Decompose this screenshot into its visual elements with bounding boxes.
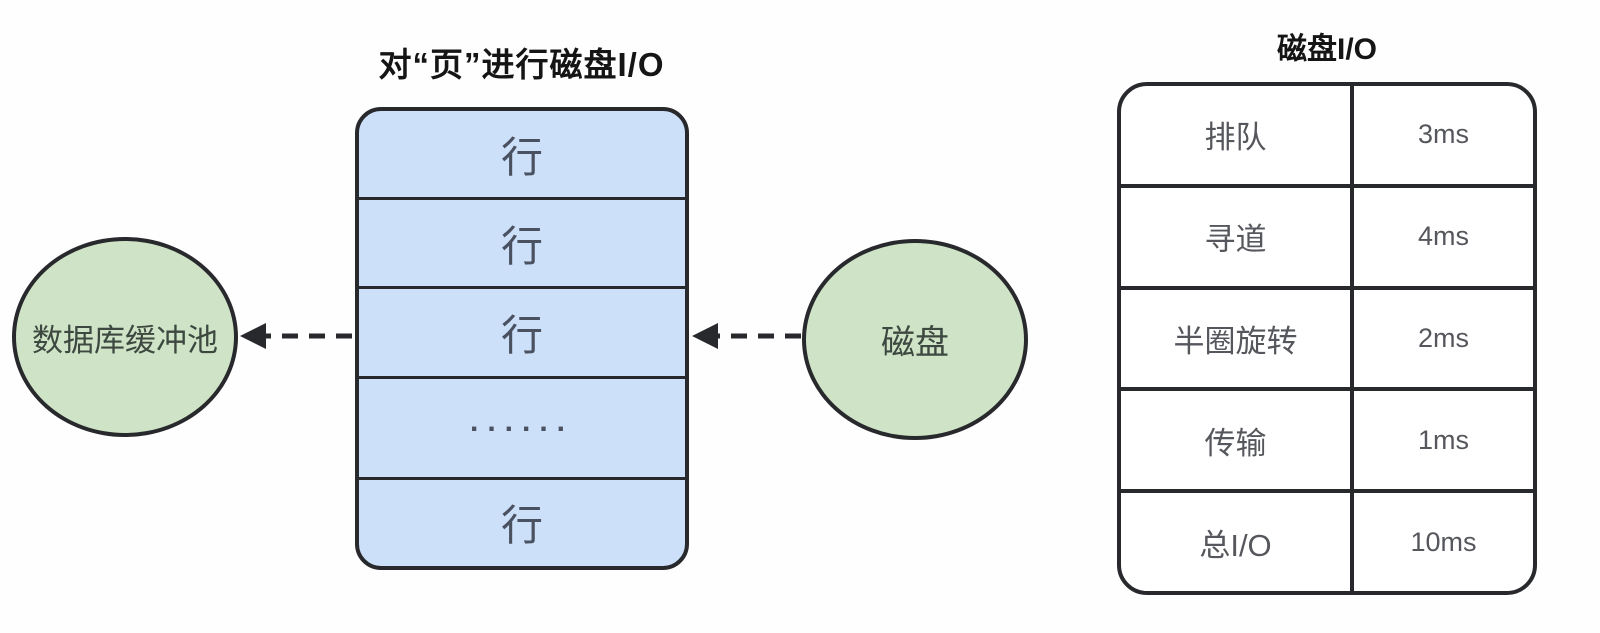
arrow-pagebox-to-bufferpool (240, 323, 352, 349)
buffer-pool-label: 数据库缓冲池 (32, 322, 218, 358)
table-cell-value: 4ms (1417, 221, 1469, 252)
table-cell-value: 3ms (1417, 119, 1469, 150)
arrow-disk-to-pagebox (692, 323, 801, 349)
table-cell-label: 总I/O (1121, 493, 1354, 591)
table-row: 传输 1ms (1121, 387, 1533, 490)
table-row: 总I/O 10ms (1121, 489, 1533, 591)
disk-label: 磁盘 (881, 324, 949, 362)
buffer-pool-node: 数据库缓冲池 (12, 237, 238, 437)
table-cell-label: 寻道 (1121, 187, 1354, 286)
page-row: 行 (359, 197, 685, 286)
table-cell-label: 排队 (1121, 86, 1354, 184)
page-box: 行 行 行 ...... 行 (355, 107, 689, 570)
table-row: 半圈旋转 2ms (1121, 285, 1533, 388)
io-table: 排队 3ms 寻道 4ms 半圈旋转 2ms 传输 1ms 总I/O 10ms (1117, 82, 1537, 595)
page-row: 行 (359, 476, 685, 566)
table-cell-label: 传输 (1121, 391, 1354, 490)
io-table-title: 磁盘I/O (1276, 33, 1377, 66)
disk-node: 磁盘 (802, 239, 1028, 440)
table-cell-value: 10ms (1410, 526, 1477, 557)
page-box-title: 对“页”进行磁盘I/O (378, 46, 665, 83)
table-cell-value: 2ms (1417, 322, 1469, 353)
table-row: 寻道 4ms (1121, 183, 1533, 286)
page-row-ellipsis: ...... (359, 375, 685, 477)
table-cell-label: 半圈旋转 (1121, 289, 1354, 388)
page-row: 行 (359, 286, 685, 375)
page-row: 行 (500, 133, 543, 181)
table-cell-value: 1ms (1417, 424, 1469, 455)
table-row: 排队 3ms (1121, 86, 1533, 184)
